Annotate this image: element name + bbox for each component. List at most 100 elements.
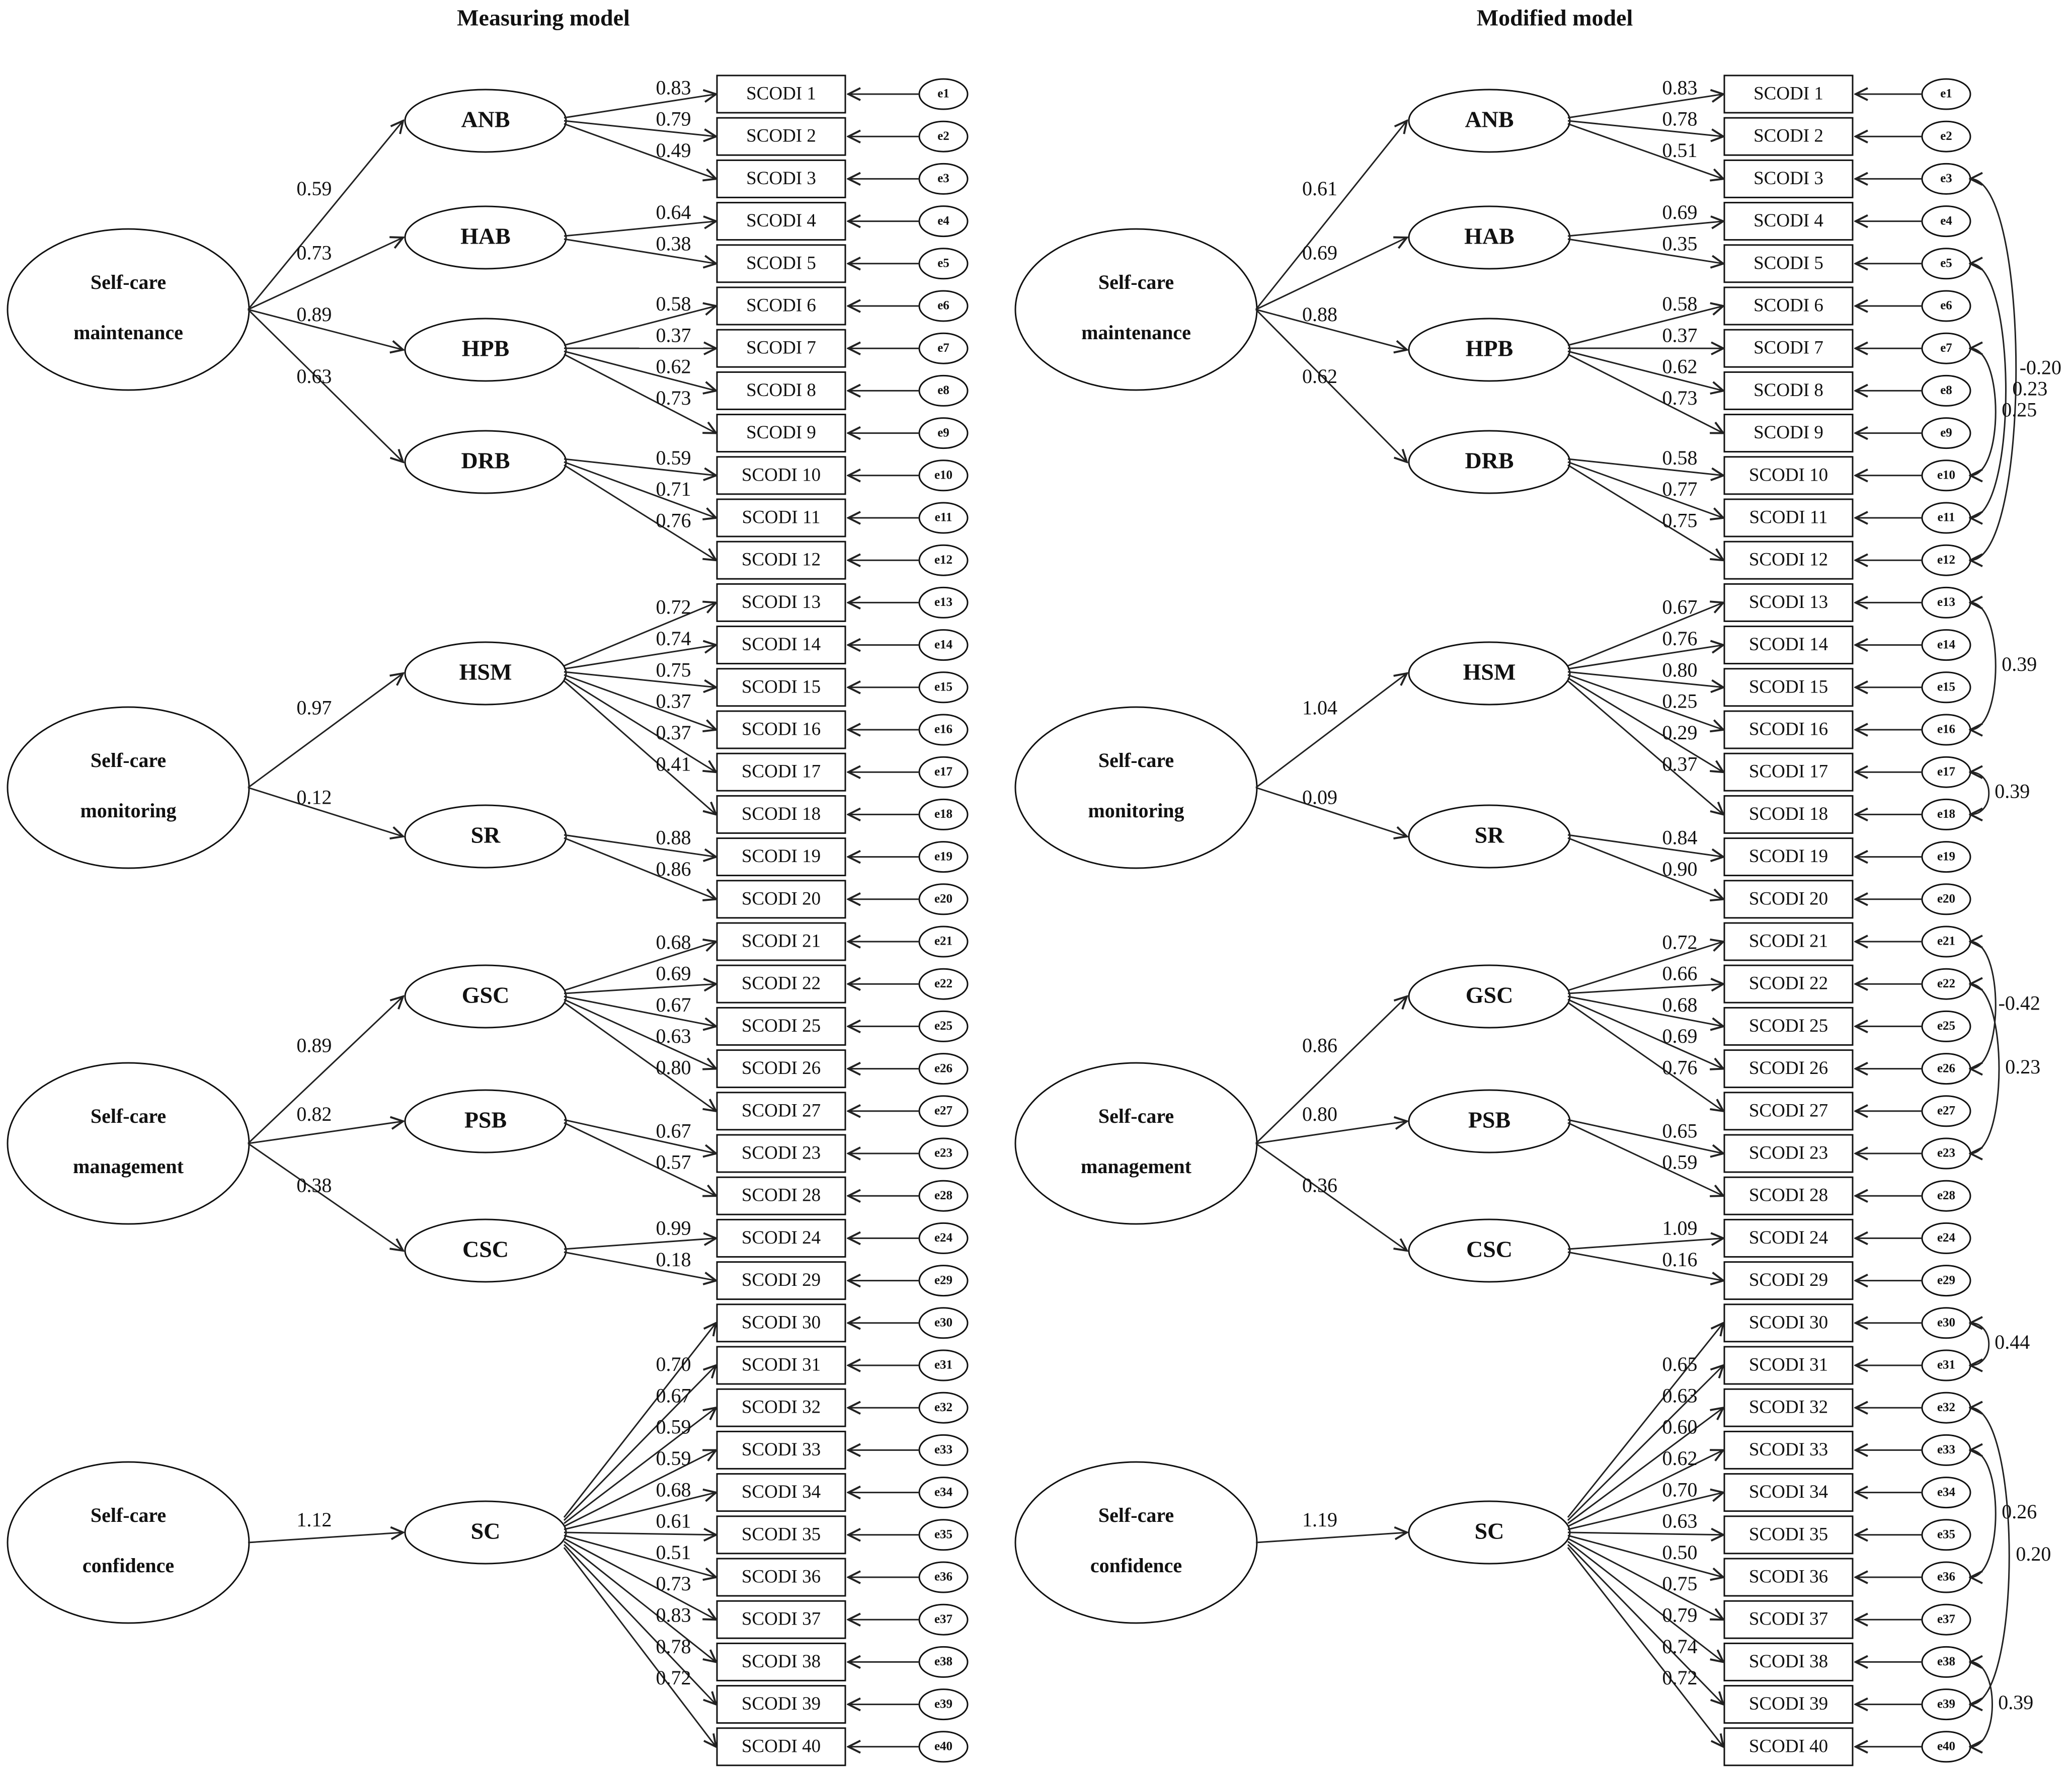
structural-value: 0.63 bbox=[296, 365, 332, 388]
covariance-arc bbox=[1970, 942, 1997, 1069]
error-term: e4 bbox=[1921, 205, 1971, 238]
error-term: e23 bbox=[918, 1137, 969, 1170]
covariance-value: 0.20 bbox=[2016, 1543, 2051, 1565]
indicator-label: SCODI 31 bbox=[742, 1354, 821, 1375]
indicator-rect bbox=[1723, 1092, 1854, 1131]
error-term: e5 bbox=[1921, 248, 1971, 280]
error-label: e17 bbox=[1937, 765, 1955, 779]
error-label: e7 bbox=[1940, 341, 1952, 355]
error-term: e2 bbox=[918, 120, 969, 152]
structural-value: 0.73 bbox=[296, 242, 332, 264]
exogenous-label-line2: monitoring bbox=[1088, 799, 1184, 822]
indicator-label: SCODI 17 bbox=[742, 761, 821, 782]
indicator-box: SCODI 13 bbox=[716, 583, 846, 622]
error-term: e7 bbox=[918, 332, 969, 364]
error-label: e38 bbox=[934, 1655, 952, 1668]
latent-label: GSC bbox=[1466, 982, 1513, 1008]
error-label: e23 bbox=[934, 1146, 952, 1160]
loading-value: 0.58 bbox=[1662, 292, 1697, 315]
loading-value: 0.67 bbox=[656, 993, 691, 1016]
loading-arrow bbox=[1567, 942, 1723, 991]
indicator-rect bbox=[1723, 752, 1854, 792]
exogenous-label-line1: Self-care bbox=[91, 749, 166, 772]
error-term: e37 bbox=[1921, 1603, 1971, 1636]
indicator-box: SCODI 30 bbox=[1723, 1303, 1854, 1343]
indicator-box: SCODI 12 bbox=[1723, 541, 1854, 580]
latent-factor: SR bbox=[404, 804, 567, 869]
error-label: e14 bbox=[934, 638, 953, 651]
loading-value: 0.73 bbox=[1662, 387, 1697, 409]
error-label: e3 bbox=[937, 172, 949, 185]
latent-factor: GSC bbox=[404, 964, 567, 1029]
error-label: e28 bbox=[1937, 1189, 1955, 1202]
exogenous-ellipse bbox=[1014, 706, 1258, 869]
error-label: e7 bbox=[937, 341, 949, 355]
indicator-label: SCODI 22 bbox=[1749, 973, 1828, 994]
error-label: e1 bbox=[937, 87, 949, 101]
latent-factor: HSM bbox=[404, 641, 567, 706]
exogenous-label-line1: Self-care bbox=[91, 1105, 166, 1127]
loading-arrow bbox=[564, 1493, 716, 1530]
latent-factor: DRB bbox=[404, 430, 567, 494]
error-term: e18 bbox=[1921, 798, 1971, 830]
latent-label: SR bbox=[1475, 822, 1505, 848]
structural-value: 1.12 bbox=[296, 1508, 332, 1531]
exogenous-ellipse bbox=[1014, 1461, 1258, 1624]
loading-value: 0.58 bbox=[1662, 446, 1697, 469]
error-term: e35 bbox=[1921, 1519, 1971, 1551]
structural-arrow bbox=[248, 673, 403, 789]
indicator-box: SCODI 28 bbox=[716, 1176, 846, 1215]
indicator-box: SCODI 20 bbox=[1723, 880, 1854, 919]
indicator-label: SCODI 7 bbox=[1754, 338, 1823, 358]
structural-value: 0.97 bbox=[296, 696, 332, 719]
indicator-label: SCODI 6 bbox=[1754, 295, 1823, 316]
loading-value: 0.68 bbox=[1662, 993, 1697, 1016]
error-term: e34 bbox=[1921, 1477, 1971, 1509]
error-term: e27 bbox=[1921, 1095, 1971, 1127]
loading-arrow bbox=[564, 94, 716, 119]
covariance-value: 0.44 bbox=[1995, 1331, 2030, 1353]
indicator-label: SCODI 31 bbox=[1749, 1354, 1828, 1375]
indicator-box: SCODI 3 bbox=[716, 159, 846, 198]
indicator-label: SCODI 40 bbox=[1749, 1736, 1828, 1756]
error-term: e26 bbox=[918, 1053, 969, 1085]
structural-value: 0.59 bbox=[296, 177, 332, 200]
indicator-rect bbox=[1723, 710, 1854, 749]
loading-value: 0.35 bbox=[1662, 232, 1697, 255]
loading-arrow bbox=[1567, 674, 1723, 730]
loading-value: 0.83 bbox=[1662, 76, 1697, 99]
structural-arrow bbox=[247, 996, 403, 1144]
indicator-label: SCODI 27 bbox=[1749, 1100, 1828, 1121]
covariance-arc bbox=[1970, 179, 2017, 560]
loading-arrow bbox=[1567, 998, 1723, 1069]
indicator-label: SCODI 29 bbox=[742, 1270, 821, 1290]
error-label: e39 bbox=[934, 1697, 952, 1711]
latent-label: SR bbox=[471, 822, 501, 848]
loading-value: 0.69 bbox=[656, 962, 691, 985]
indicator-label: SCODI 8 bbox=[746, 380, 816, 401]
latent-factor: HAB bbox=[404, 205, 567, 270]
latent-label: HPB bbox=[1466, 336, 1513, 361]
loading-arrow bbox=[1567, 1323, 1723, 1518]
latent-ellipse bbox=[1408, 1218, 1571, 1283]
loading-arrow bbox=[1567, 1493, 1723, 1530]
error-term: e5 bbox=[918, 248, 969, 280]
indicator-box: SCODI 2 bbox=[716, 117, 846, 156]
exogenous-label-line2: management bbox=[1081, 1155, 1192, 1178]
indicator-rect bbox=[1723, 1261, 1854, 1300]
indicator-box: SCODI 17 bbox=[716, 752, 846, 792]
loading-arrow bbox=[1567, 353, 1723, 433]
indicator-rect bbox=[1723, 202, 1854, 241]
loading-value: 0.77 bbox=[1662, 478, 1697, 500]
structural-arrow bbox=[248, 1142, 403, 1251]
exogenous-ellipse bbox=[7, 1461, 250, 1624]
indicator-rect bbox=[716, 1049, 846, 1089]
indicator-box: SCODI 14 bbox=[716, 626, 846, 665]
indicator-label: SCODI 27 bbox=[742, 1100, 821, 1121]
error-term: e30 bbox=[1921, 1307, 1971, 1339]
indicator-rect bbox=[1723, 1642, 1854, 1681]
structural-arrow bbox=[247, 309, 403, 462]
indicator-rect bbox=[1723, 159, 1854, 198]
error-term: e33 bbox=[918, 1434, 969, 1466]
